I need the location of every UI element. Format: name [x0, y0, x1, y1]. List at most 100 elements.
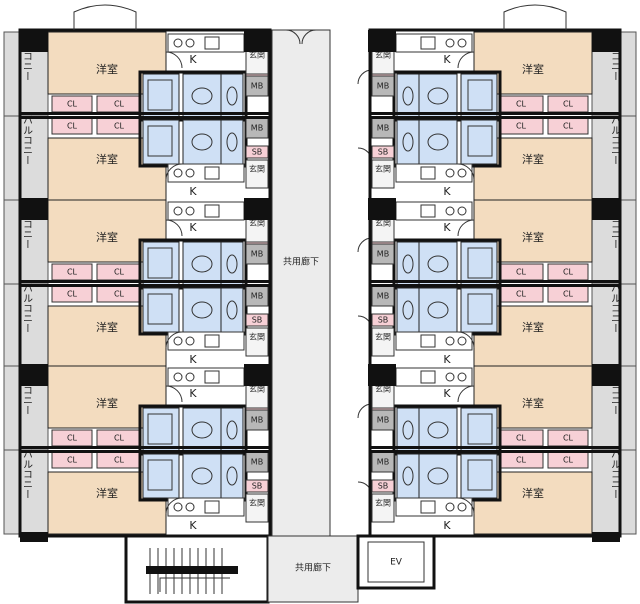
kitchen-label: K: [443, 387, 451, 400]
bathtub: [147, 413, 173, 445]
toilet: [220, 407, 244, 453]
toilet-bowl: [402, 420, 414, 440]
kitchen-label: K: [443, 353, 451, 366]
toilet-bowl: [402, 132, 414, 152]
toilet-bowl: [402, 466, 414, 486]
entrance-label: 玄関: [375, 384, 391, 394]
units-layer: バルコニー洋室CLCLK玄関SBMBバルコニー洋室CLCLK玄関SBMBバルコニ…: [3, 4, 637, 542]
meter-box-label: MB: [377, 416, 389, 425]
bathroom: [142, 453, 180, 499]
column: [244, 30, 272, 52]
closet-label: CL: [516, 434, 527, 443]
bathtub: [147, 79, 173, 111]
shoe-box: [245, 145, 269, 159]
closet-label: CL: [67, 122, 78, 131]
toilet: [220, 73, 244, 119]
bathroom: [142, 241, 180, 287]
shoe-box: [371, 313, 395, 327]
partition-wall: [20, 112, 270, 115]
balcony-label: バルコニー: [609, 449, 621, 499]
washroom: [182, 453, 222, 499]
closet-label: CL: [67, 100, 78, 109]
entry-door-swing: [357, 315, 373, 331]
western-room-label: 洋室: [522, 396, 544, 410]
door-swing: [457, 163, 475, 181]
stove-burner: [457, 206, 467, 216]
kitchen-sink: [420, 36, 436, 50]
column: [244, 364, 272, 386]
stove-burner: [457, 168, 467, 178]
meter-box-label: MB: [251, 292, 263, 301]
meter-box: [245, 243, 269, 265]
western-room-label: 洋室: [522, 230, 544, 244]
meter-box-label: MB: [251, 124, 263, 133]
kitchen-label: K: [443, 185, 451, 198]
stove-burner: [457, 502, 467, 512]
door-swing: [165, 219, 183, 237]
kitchen-sink: [420, 166, 436, 180]
kitchen-sink: [420, 334, 436, 348]
door-swing: [457, 51, 475, 69]
kitchen-sink: [420, 370, 436, 384]
washroom: [418, 119, 458, 165]
stove-burner: [173, 502, 183, 512]
toilet-bowl: [402, 86, 414, 106]
entrance-label: 玄関: [249, 498, 265, 508]
kitchen-sink: [204, 36, 220, 50]
closet-label: CL: [114, 122, 125, 131]
entrance-label: 玄関: [249, 384, 265, 394]
shoe-box-label: SB: [378, 316, 389, 325]
shoe-box-label: SB: [378, 482, 389, 491]
meter-box-label: MB: [377, 82, 389, 91]
partition-wall: [370, 116, 620, 119]
bathroom: [460, 287, 498, 333]
balcony: [3, 115, 49, 201]
kitchen-label: K: [443, 53, 451, 66]
toilet-bowl: [226, 132, 238, 152]
right-wing: バルコニー洋室CLCLK玄関SBMBバルコニー洋室CLCLK玄関SBMBバルコニ…: [357, 4, 637, 542]
elevator-shaft: [367, 541, 425, 583]
meter-box: [371, 75, 395, 97]
western-room-label: 洋室: [96, 62, 118, 76]
stove-burner: [185, 502, 195, 512]
western-room: [473, 31, 593, 95]
bay-window: [73, 4, 137, 30]
shoe-box: [245, 313, 269, 327]
column: [368, 30, 396, 52]
closet-label: CL: [516, 100, 527, 109]
partition-wall: [20, 450, 270, 453]
partition-wall: [20, 446, 270, 449]
washbasin: [191, 301, 213, 319]
closet-label: CL: [563, 290, 574, 299]
western-room-label: 洋室: [96, 152, 118, 166]
stair-direction-arrow: [159, 577, 230, 592]
shoe-box-label: SB: [378, 148, 389, 157]
closet-label: CL: [67, 290, 78, 299]
partition-wall: [370, 112, 620, 115]
toilet-bowl: [226, 300, 238, 320]
kitchen-label: K: [189, 387, 197, 400]
balcony-label: バルコニー: [21, 283, 33, 333]
column: [20, 198, 48, 220]
closet-label: CL: [67, 456, 78, 465]
shoe-box-label: SB: [252, 148, 263, 157]
stove-burner: [445, 372, 455, 382]
closet-label: CL: [114, 290, 125, 299]
column: [368, 198, 396, 220]
bathroom: [460, 407, 498, 453]
exterior-wall: [368, 28, 622, 538]
washbasin: [427, 255, 449, 273]
stove-burner: [185, 38, 195, 48]
kitchen-label: K: [443, 221, 451, 234]
toilet: [396, 453, 420, 499]
washroom: [182, 407, 222, 453]
western-room-label: 洋室: [522, 62, 544, 76]
stove-burner: [185, 206, 195, 216]
shoe-box: [371, 145, 395, 159]
bathtub: [147, 125, 173, 157]
